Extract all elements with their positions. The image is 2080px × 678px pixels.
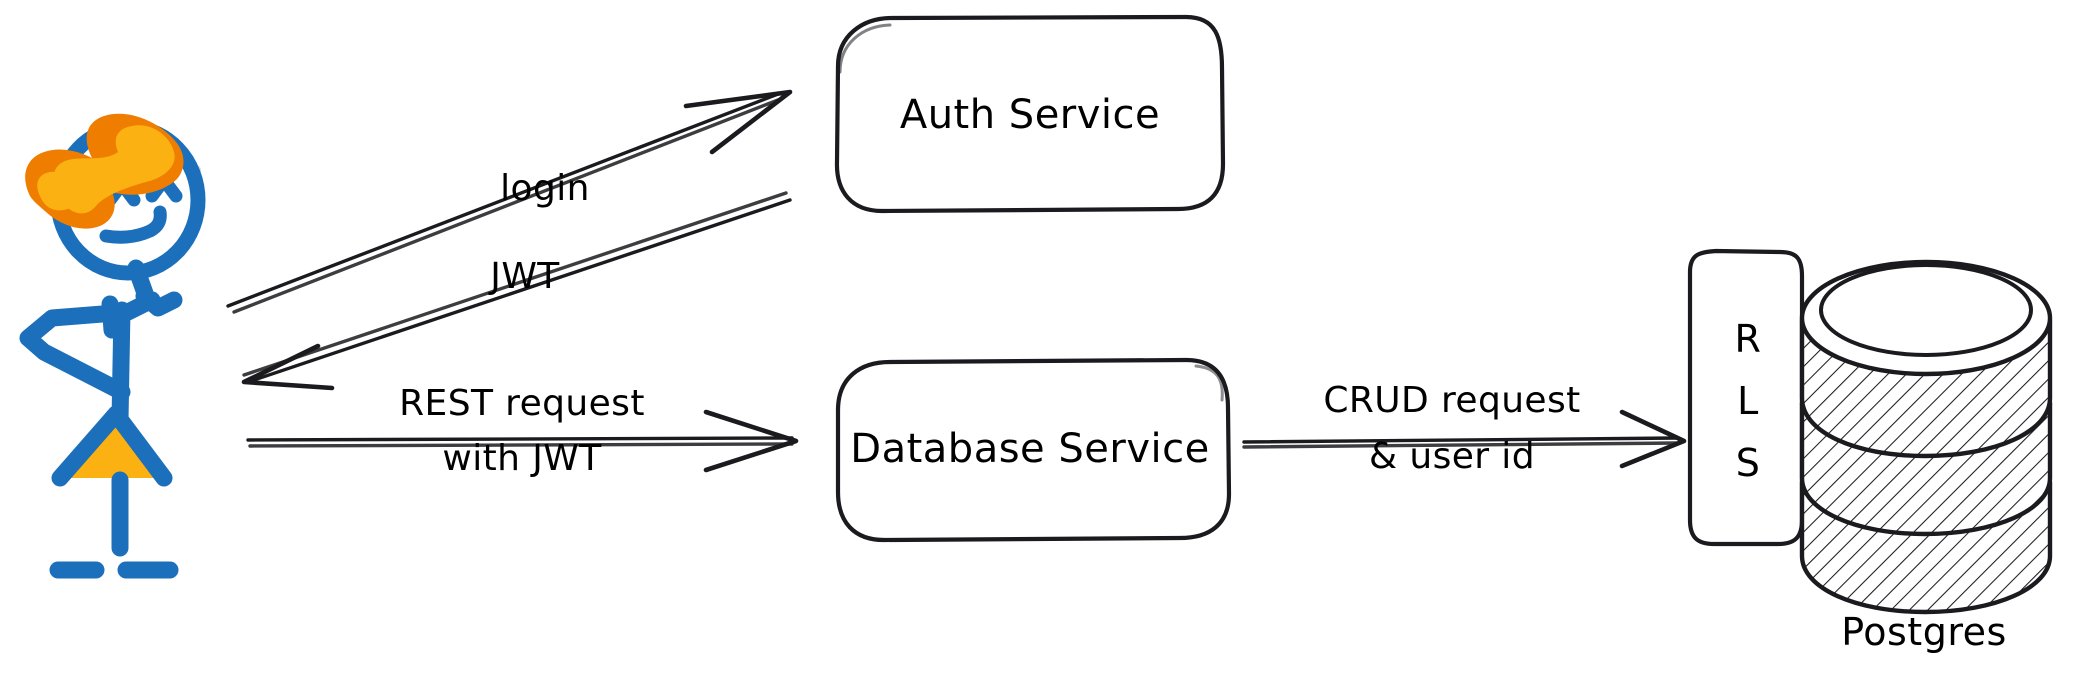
mouth [99,205,167,244]
edge-crud-request [1242,409,1687,469]
node-rls-gate[interactable]: R L S [1687,248,1805,547]
edge-rest-request [246,409,799,473]
svg-text:with JWT: with JWT [442,438,602,479]
node-label-postgres: Postgres [1841,610,2007,654]
torso [101,295,131,429]
node-database-service[interactable]: Database Service [835,357,1232,543]
edge-label-rest-request: REST request with JWT [399,383,645,479]
node-label-rls-l: L [1737,379,1759,423]
hat-bow [25,113,184,229]
edge-login [226,89,793,314]
edge-label-jwt: JWT [488,256,560,297]
skirt [51,405,173,487]
user-actor [19,113,206,579]
node-postgres-database[interactable]: Postgres [1790,256,2065,654]
edge-label-login: login [500,168,590,209]
node-auth-service[interactable]: Auth Service [834,14,1226,214]
edge-label-crud-request: CRUD request & user id [1323,380,1580,477]
node-label-auth-service: Auth Service [900,92,1160,138]
arms [19,287,183,401]
edge-jwt [241,191,792,391]
svg-text:CRUD request: CRUD request [1323,380,1580,421]
db-disc-top [1799,259,2053,459]
node-label-database-service: Database Service [850,426,1209,472]
svg-text:REST request: REST request [399,383,645,424]
node-label-rls-r: R [1735,317,1762,361]
svg-text:& user id: & user id [1369,436,1535,477]
node-label-rls-s: S [1736,441,1761,485]
